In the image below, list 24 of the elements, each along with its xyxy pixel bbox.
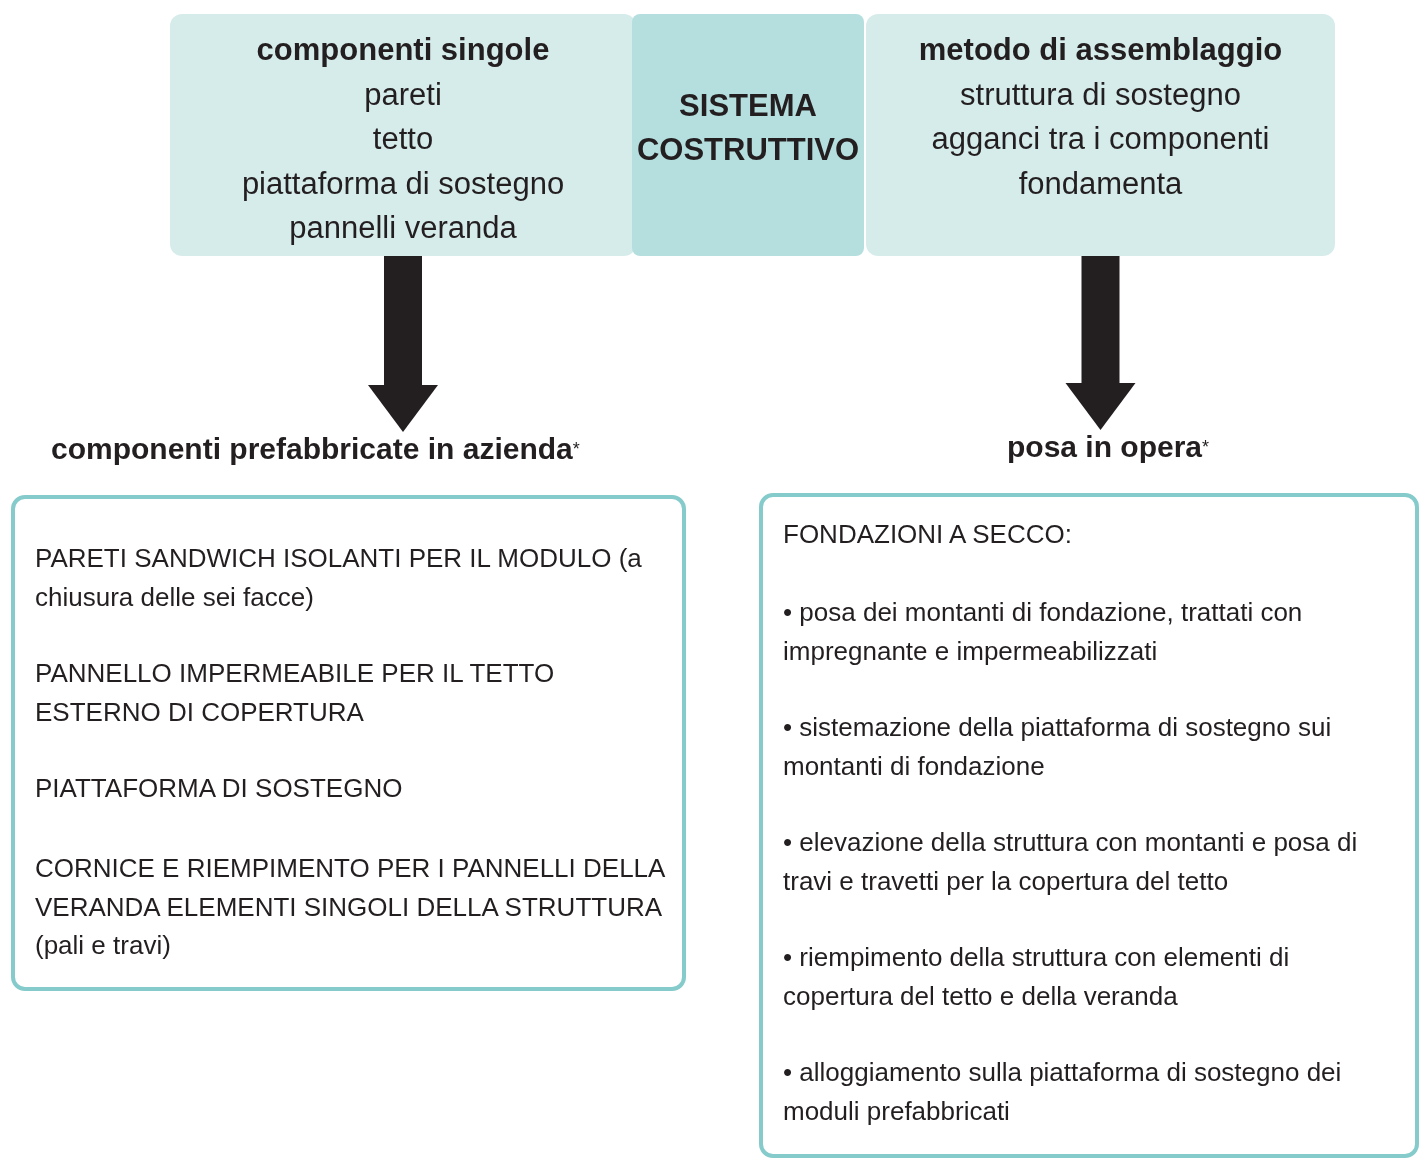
list-item: struttura di sostegno bbox=[959, 75, 1242, 114]
paragraph: • elevazione della struttura con montanti e posa di travi e travetti per la copertura del tetto bbox=[783, 826, 1359, 898]
paragraph: • sistemazione della piattaforma di sostegno sui montanti di fondazione bbox=[783, 711, 1333, 783]
paragraph: • riempimento della struttura con elementi di copertura del tetto e della veranda bbox=[783, 941, 1291, 1013]
panel bbox=[866, 14, 1335, 256]
paragraph: FONDAZIONI A SECCO: bbox=[783, 518, 1073, 551]
paragraph: PIATTAFORMA DI SOSTEGNO bbox=[35, 772, 404, 805]
panel-heading: metodo di assemblaggio bbox=[917, 31, 1284, 69]
panel-heading: SISTEMA COSTRUTTIVO bbox=[635, 87, 861, 169]
list-item: agganci tra i componenti bbox=[930, 120, 1271, 158]
block-arrow bbox=[368, 256, 438, 432]
paragraph: • alloggiamento sulla piattaforma di sostegno dei moduli prefabbricati bbox=[783, 1056, 1343, 1128]
list-item: pareti bbox=[363, 75, 443, 114]
list-item: fondamenta bbox=[1017, 164, 1184, 203]
list-item: pannelli veranda bbox=[288, 209, 518, 247]
list-item: tetto bbox=[371, 120, 435, 158]
paragraph: • posa dei montanti di fondazione, trattati con impregnante e impermeabilizzati bbox=[783, 596, 1304, 668]
block-arrow bbox=[1065, 256, 1136, 430]
panel-heading: componenti singole bbox=[255, 31, 551, 69]
paragraph: CORNICE E RIEMPIMENTO PER I PANNELLI DELLA VERANDA ELEMENTI SINGOLI DELLA STRUTTURA (pali e travi) bbox=[35, 852, 664, 962]
list-item: piattaforma di sostegno bbox=[240, 164, 566, 203]
panel bbox=[632, 14, 864, 256]
paragraph: PARETI SANDWICH ISOLANTI PER IL MODULO (a chiusura delle sei facce) bbox=[35, 542, 643, 614]
paragraph: PANNELLO IMPERMEABILE PER IL TETTO ESTERNO DI COPERTURA bbox=[35, 657, 556, 729]
